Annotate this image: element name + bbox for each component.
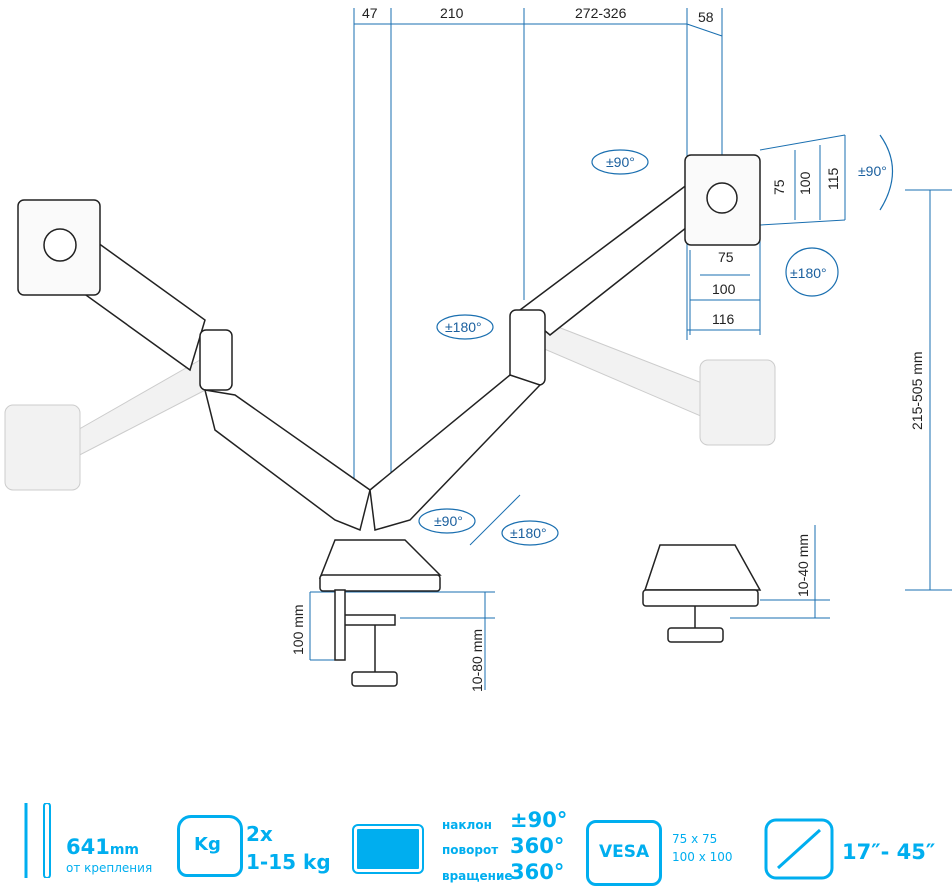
reach-caption: от крепления: [66, 861, 153, 875]
rot-right-tilt: ±90°: [858, 163, 887, 179]
tilt-label: наклон: [442, 818, 492, 832]
rot-right-rotate: ±180°: [790, 265, 827, 281]
rotation-value: 360°: [510, 860, 565, 884]
dim-h116: 116: [712, 311, 735, 327]
dim-47: 47: [362, 5, 378, 21]
dim-272-326: 272-326: [575, 5, 627, 21]
dim-v100: 100: [797, 171, 813, 195]
wall-reach-icon: [24, 803, 51, 878]
dim-height: 215-505 mm: [909, 351, 925, 430]
dim-clamp-10-80: 10-80 mm: [469, 629, 485, 692]
weight-icon: Kg: [177, 815, 243, 877]
rot-base-rotate: ±180°: [510, 525, 547, 541]
swivel-value: 360°: [510, 834, 565, 858]
monitor-arm: [17, 154, 762, 687]
dimension-lines: [309, 8, 952, 690]
dim-h100: 100: [712, 281, 736, 297]
tilt-value: ±90°: [510, 808, 568, 832]
dim-clamp-100: 100 mm: [290, 604, 306, 655]
dim-58: 58: [698, 9, 714, 25]
weight-range: 1-15 kg: [246, 850, 331, 874]
rot-top-tilt: ±90°: [606, 154, 635, 170]
monitor-rotate-icon: [352, 824, 424, 874]
swivel-label: поворот: [442, 843, 499, 857]
dim-210: 210: [440, 5, 464, 21]
rot-base-swivel: ±90°: [434, 513, 463, 529]
dim-v75: 75: [771, 179, 787, 195]
screen-size: 17″- 45″: [842, 840, 936, 864]
technical-drawing: 47 210 272-326 58 75 100 115 75 100 116 …: [4, 5, 952, 692]
vesa-icon: VESA: [586, 820, 662, 886]
dim-h75: 75: [718, 249, 734, 265]
rotation-label: вращение: [442, 869, 513, 883]
screen-size-icon: [764, 818, 834, 880]
dim-grommet: 10-40 mm: [795, 534, 811, 597]
weight-count: 2x: [246, 822, 273, 846]
reach-value: 641mm: [66, 835, 140, 859]
vesa-size-2: 100 x 100: [672, 850, 733, 864]
rot-mid: ±180°: [445, 319, 482, 335]
dim-v115: 115: [825, 167, 841, 190]
vesa-size-1: 75 x 75: [672, 832, 718, 846]
ghost-arms: [4, 319, 776, 491]
